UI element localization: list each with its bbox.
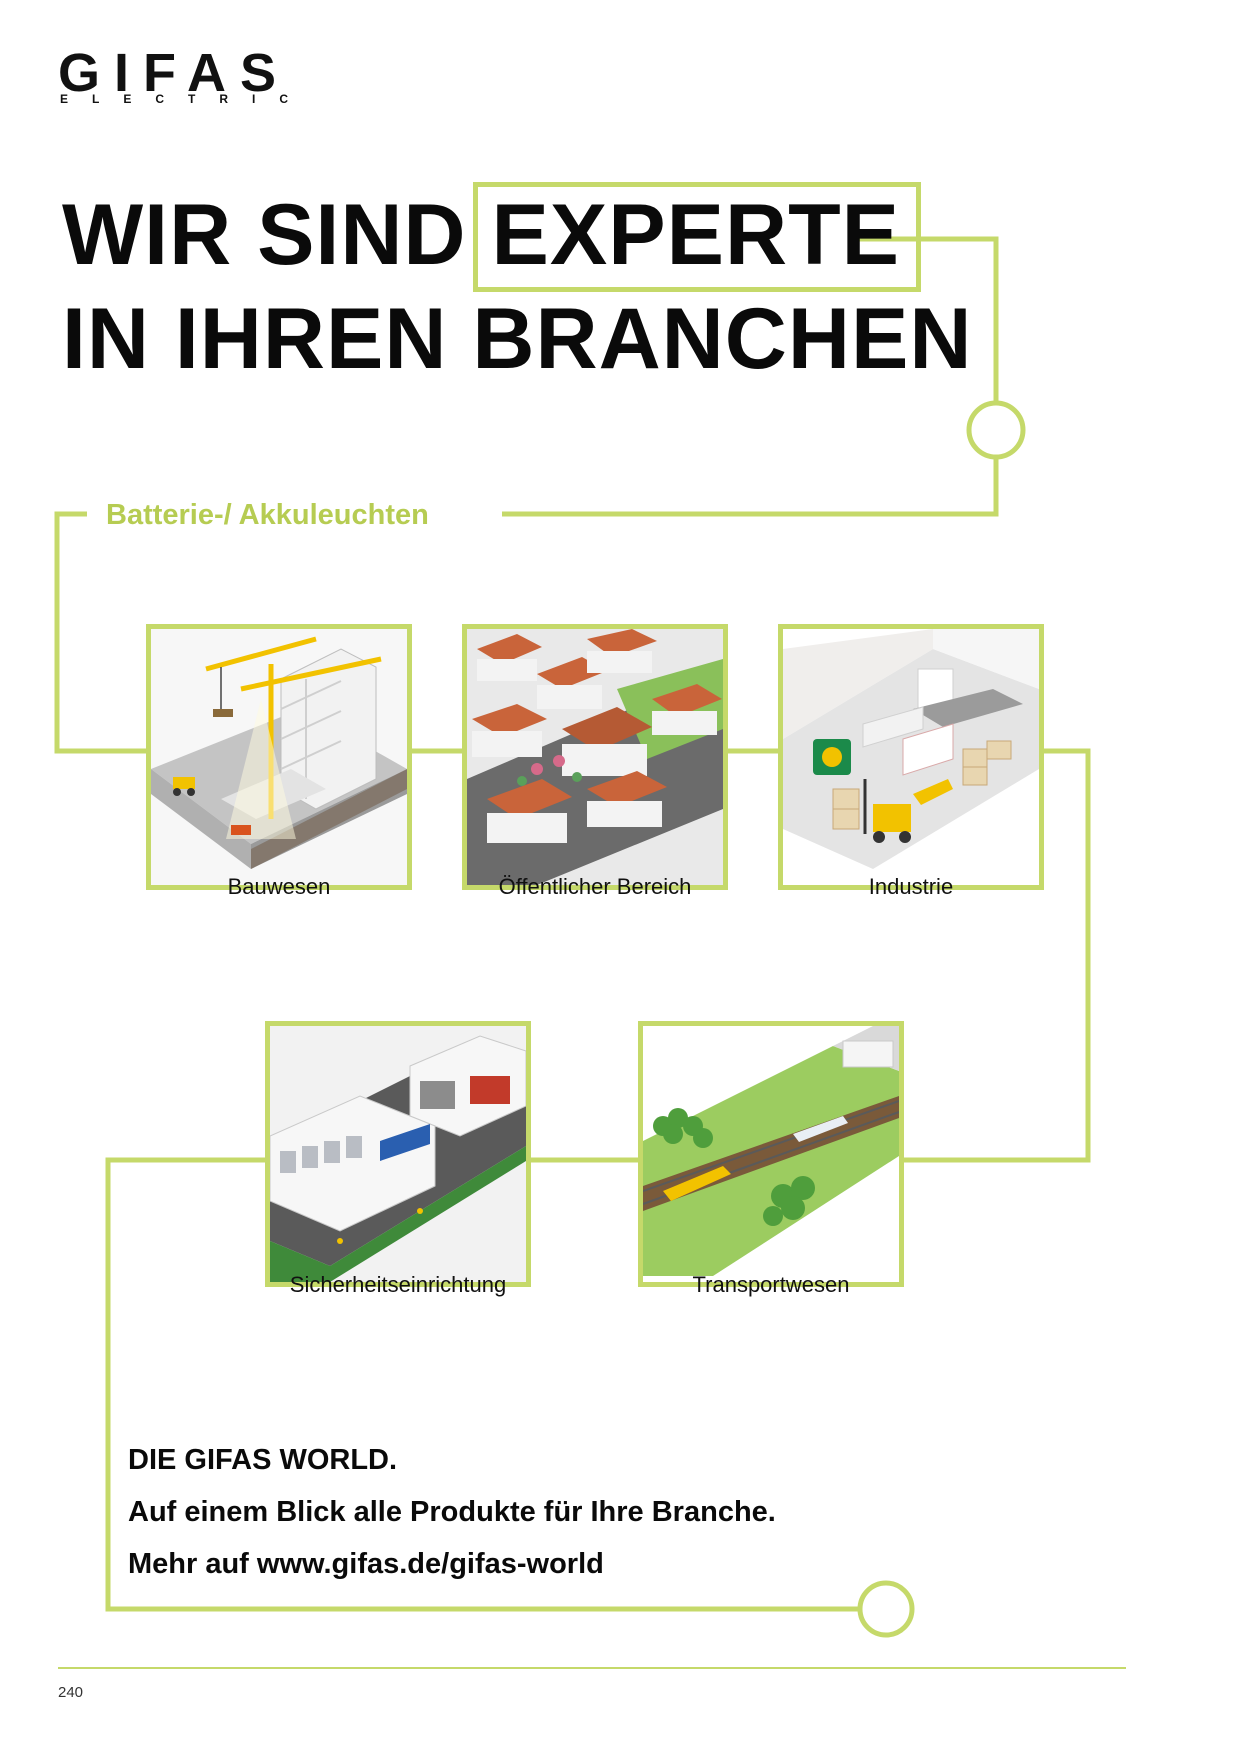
tile-industrie[interactable] — [778, 624, 1044, 890]
tile-oeffentlicher-bereich[interactable] — [462, 624, 728, 890]
footer-tagline: Auf einem Blick alle Produkte für Ihre B… — [128, 1496, 776, 1528]
warehouse-illustration — [783, 629, 1039, 885]
construction-site-illustration — [151, 629, 407, 885]
headline-highlight-box: EXPERTE — [472, 182, 921, 292]
caption-transportwesen: Transportwesen — [692, 1272, 850, 1297]
brand-logo: GIFAS — [58, 43, 291, 103]
connector-row2-to-footer — [105, 1157, 860, 1612]
section-label: Batterie-/ Akkuleuchten — [88, 499, 447, 532]
connector-headline-to-circle — [856, 236, 999, 403]
brand-logo-subtitle: ELECTRIC — [60, 92, 312, 106]
tile-transportwesen[interactable] — [638, 1021, 904, 1287]
headline-prefix: WIR SIND — [62, 187, 467, 283]
police-fire-station-illustration — [270, 1026, 526, 1282]
headline-line-2: IN IHREN BRANCHEN — [62, 291, 973, 387]
connector-row1-to-row2 — [898, 748, 1091, 1163]
page-number: 240 — [58, 1684, 84, 1701]
railway-illustration — [643, 1026, 899, 1282]
connector-circle-top — [966, 400, 1026, 460]
tile-bauwesen[interactable] — [146, 624, 412, 890]
connector-circle-to-label — [502, 457, 999, 517]
caption-industrie: Industrie — [868, 874, 954, 899]
footer-title: DIE GIFAS WORLD. — [128, 1444, 398, 1476]
caption-sicherheitseinrichtung: Sicherheitseinrichtung — [289, 1272, 507, 1297]
connector-label-to-row1 — [54, 511, 146, 754]
town-illustration — [467, 629, 723, 885]
footer-link[interactable]: Mehr auf www.gifas.de/gifas-world — [128, 1548, 604, 1580]
caption-oeffentlicher-bereich: Öffentlicher Bereich — [498, 874, 692, 899]
connector-circle-bottom — [857, 1580, 915, 1638]
caption-bauwesen: Bauwesen — [227, 874, 331, 899]
tile-sicherheitseinrichtung[interactable] — [265, 1021, 531, 1287]
